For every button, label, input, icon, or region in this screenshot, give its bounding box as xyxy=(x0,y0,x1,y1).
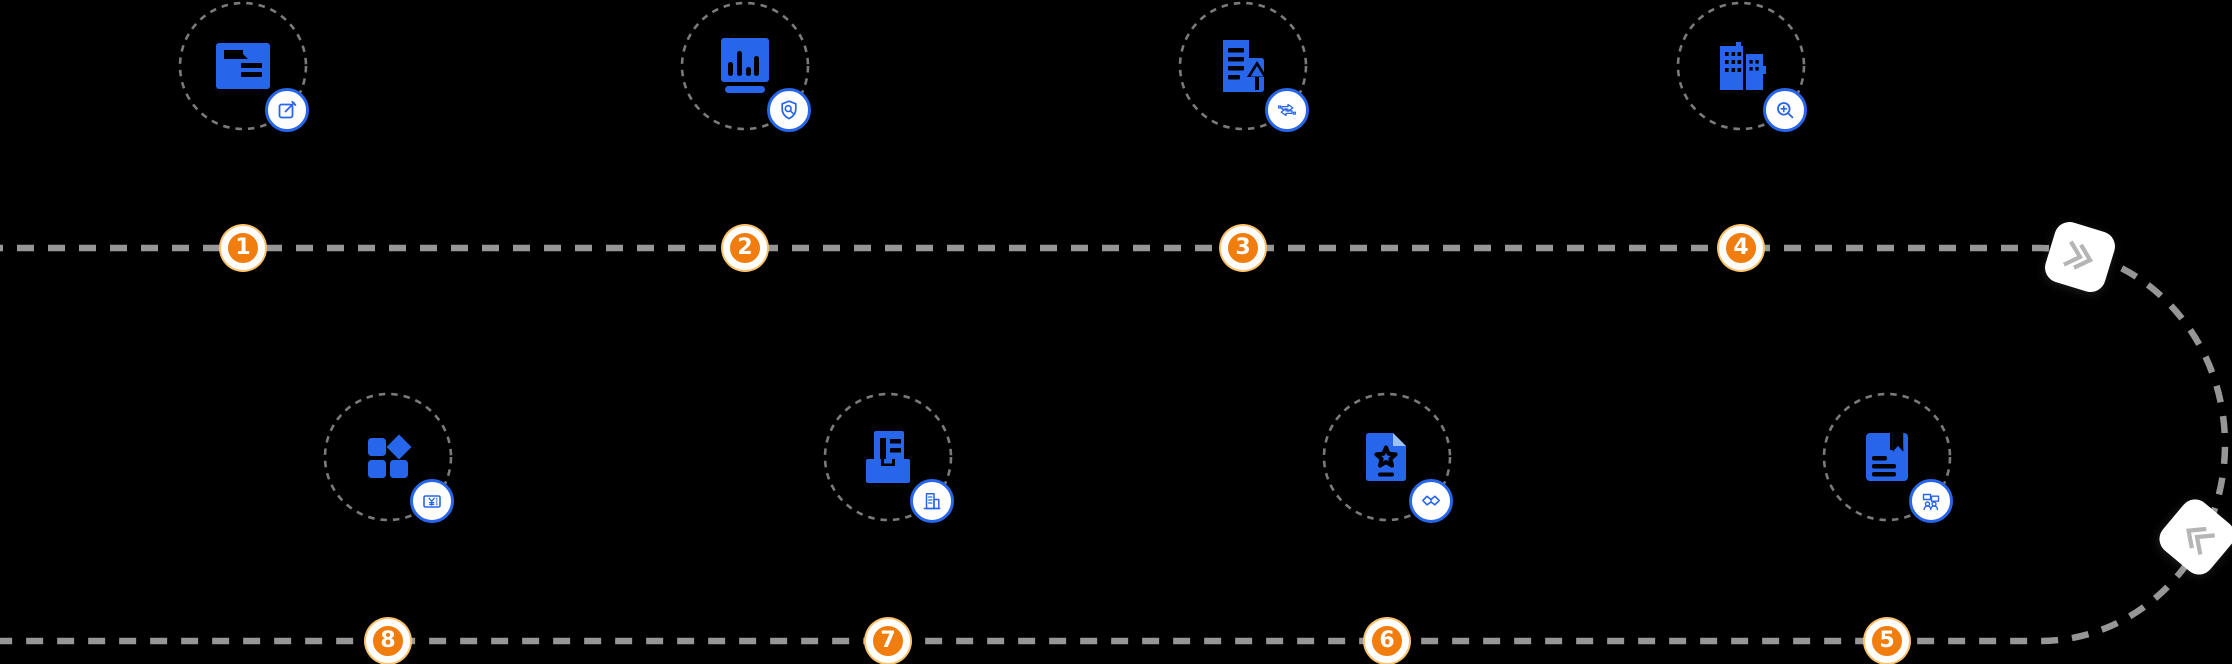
step-2-node xyxy=(680,1,811,132)
step-marker-7: 7 xyxy=(866,619,910,663)
fast-forward-tile-top xyxy=(2041,218,2119,296)
step-number: 5 xyxy=(1879,628,1895,653)
dashed-circle xyxy=(1178,1,1308,131)
building-icon xyxy=(910,479,954,523)
step-1-node xyxy=(178,1,309,132)
archive-documents-icon xyxy=(866,431,910,483)
bar-chart-panel-icon xyxy=(721,38,769,93)
certificate-star-icon xyxy=(1366,433,1406,481)
dashed-circle xyxy=(1676,1,1806,131)
step-4-node xyxy=(1676,1,1807,132)
notebook-bookmark-icon xyxy=(1866,433,1908,481)
dashed-circle xyxy=(1822,392,1952,522)
step-number: 8 xyxy=(380,628,396,653)
folder-documents-icon xyxy=(216,43,270,89)
step-7-node xyxy=(823,392,954,523)
step-marker-5: 5 xyxy=(1865,619,1909,663)
step-number: 7 xyxy=(880,628,896,653)
step-marker-6: 6 xyxy=(1365,619,1409,663)
step-5-node xyxy=(1822,392,1953,523)
step-number: 4 xyxy=(1733,235,1749,260)
dashed-circle xyxy=(680,1,810,131)
step-marker-2: 2 xyxy=(723,226,767,270)
shield-search-icon xyxy=(767,88,811,132)
dashed-circle xyxy=(323,392,453,522)
transfer-arrows-icon xyxy=(1265,88,1309,132)
step-number: 6 xyxy=(1379,628,1395,653)
dashed-circle xyxy=(823,392,953,522)
step-marker-1: 1 xyxy=(221,226,265,270)
step-6-node xyxy=(1322,392,1453,523)
document-upload-icon xyxy=(1223,40,1267,92)
step-number: 1 xyxy=(235,235,251,260)
banknote-yen-icon xyxy=(410,479,454,523)
edit-icon xyxy=(265,88,309,132)
people-meeting-icon xyxy=(1909,479,1953,523)
zoom-in-icon xyxy=(1763,88,1807,132)
handshake-icon xyxy=(1409,479,1453,523)
dashed-circle xyxy=(178,1,308,131)
dashed-circle xyxy=(1322,392,1452,522)
buildings-icon xyxy=(1720,42,1766,90)
step-number: 3 xyxy=(1235,235,1251,260)
step-marker-4: 4 xyxy=(1719,226,1763,270)
app-blocks-icon xyxy=(368,434,412,478)
step-marker-8: 8 xyxy=(366,619,410,663)
step-8-node xyxy=(323,392,454,523)
step-number: 2 xyxy=(737,235,753,260)
step-3-node xyxy=(1178,1,1309,132)
double-chevron-down-left-icon xyxy=(2186,526,2215,555)
double-chevron-right-icon xyxy=(2062,240,2094,270)
fast-forward-tile-bottom xyxy=(2153,493,2232,581)
step-marker-3: 3 xyxy=(1221,226,1265,270)
